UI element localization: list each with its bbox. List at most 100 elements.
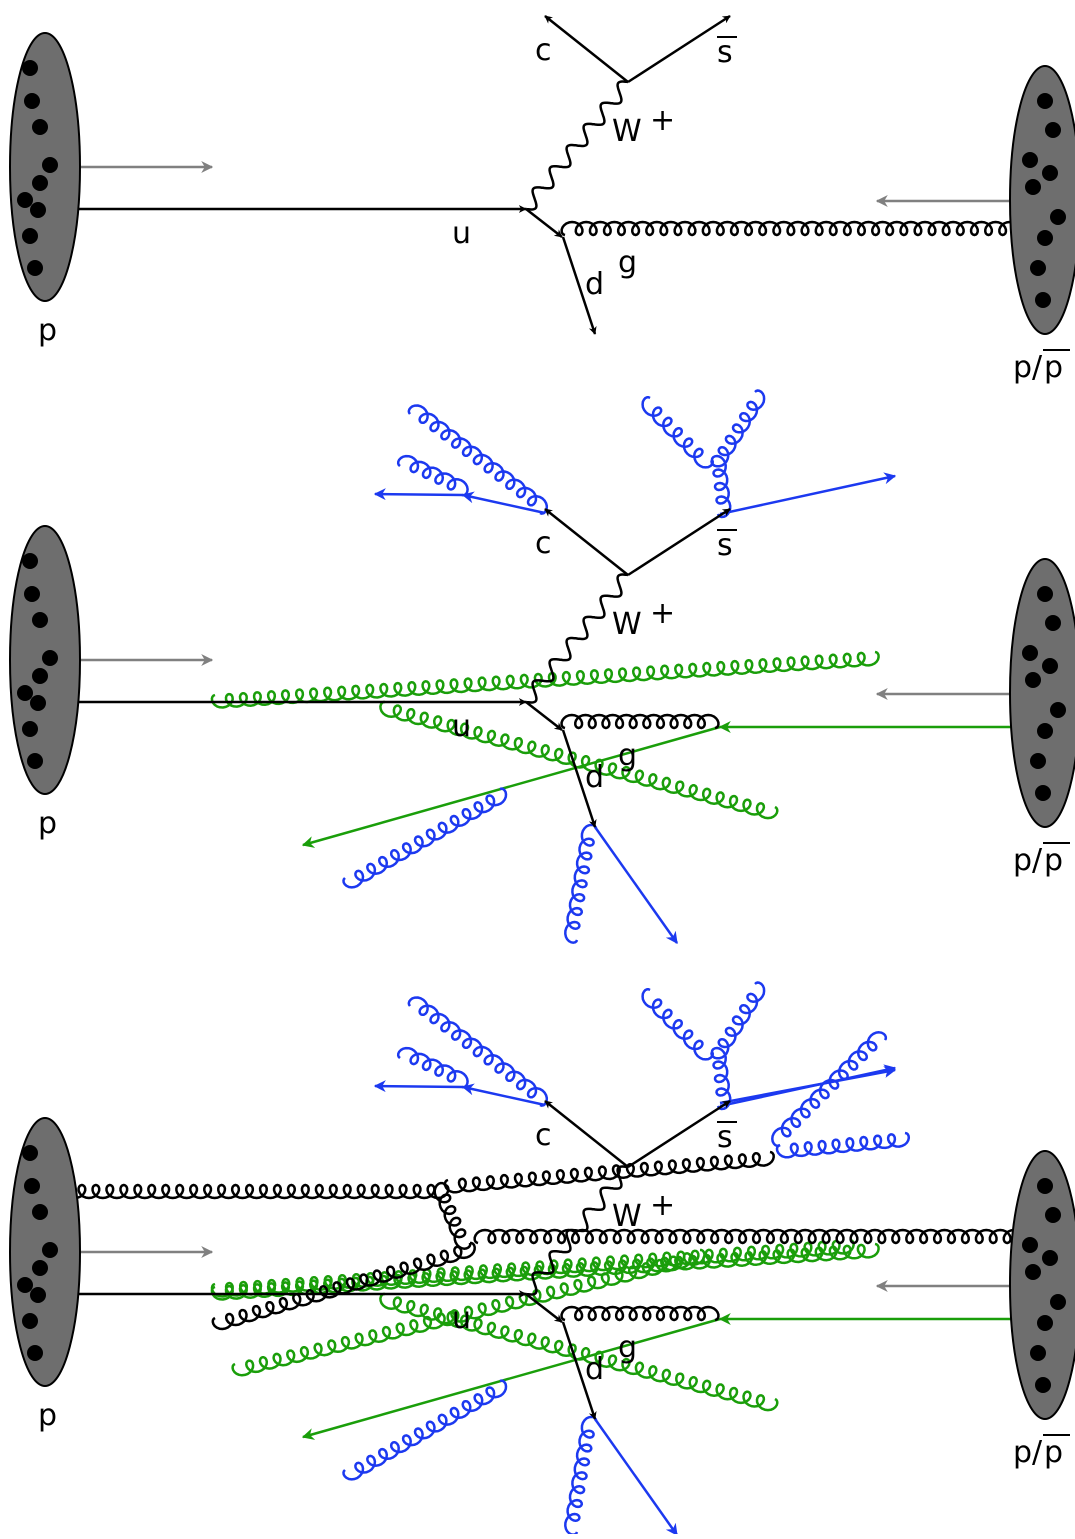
label-antiproton: p — [1044, 1435, 1063, 1470]
parton-dot — [17, 192, 33, 208]
parton-dot — [30, 695, 46, 711]
parton-dot — [32, 668, 48, 684]
quark-line-sbar — [627, 1099, 731, 1169]
parton-dot — [1037, 93, 1053, 109]
fsr-quark-d — [593, 1418, 679, 1536]
parton-dot — [1037, 1315, 1053, 1331]
isr-quark-left — [301, 725, 721, 848]
label-proton: p — [38, 313, 57, 348]
fsr-gluon-sbar-a — [641, 396, 714, 469]
isr-gluon-extra2 — [231, 1248, 706, 1377]
parton-dot — [1025, 1264, 1041, 1280]
parton-dot — [1042, 165, 1058, 181]
parton-dot — [32, 1204, 48, 1220]
proton-right — [1009, 1150, 1075, 1420]
label-g: g — [618, 738, 637, 773]
parton-dot — [32, 612, 48, 628]
parton-dot — [27, 1345, 43, 1361]
isr-gluon-extra1 — [210, 1238, 855, 1298]
parton-dot — [22, 60, 38, 76]
parton-dot — [1050, 702, 1066, 718]
quark-line-internal — [525, 701, 563, 731]
proton-right — [1009, 558, 1075, 828]
mpi-gluon-4 — [443, 1150, 775, 1194]
label-proton-or-antiproton: p/ — [1013, 843, 1043, 878]
parton-dot — [32, 175, 48, 191]
mpi-gluon-2 — [433, 1181, 472, 1250]
parton-dot — [1030, 1345, 1046, 1361]
particle-lines — [35, 14, 1050, 1536]
proton-right — [1009, 65, 1075, 335]
parton-dot — [30, 202, 46, 218]
mpi-gluon-5 — [473, 1228, 1040, 1245]
quark-line-sbar — [627, 507, 731, 577]
label-u: u — [452, 216, 471, 251]
parton-dot — [1042, 658, 1058, 674]
parton-dot — [1037, 723, 1053, 739]
quark-line-c — [544, 15, 629, 83]
label-antiproton: p — [1044, 843, 1063, 878]
fsr-quark-c — [461, 1083, 546, 1107]
label-u: u — [452, 1301, 471, 1336]
label-c: c — [535, 1118, 552, 1153]
proton-left — [9, 1117, 81, 1387]
proton-blobs — [9, 32, 1075, 1420]
label-proton-or-antiproton: p/ — [1013, 1435, 1043, 1470]
parton-dot — [22, 553, 38, 569]
fsr-quark-c2 — [373, 1080, 464, 1093]
parton-dot — [22, 1313, 38, 1329]
fsr-quark-c2 — [373, 488, 464, 501]
fsr-gluon-sbar-a — [641, 988, 714, 1061]
quark-line-d — [561, 236, 597, 335]
gluon-line-g — [560, 1305, 720, 1322]
parton-dot — [1050, 209, 1066, 225]
w-boson-line — [525, 573, 629, 704]
parton-dot — [27, 753, 43, 769]
parton-dot — [1030, 260, 1046, 276]
fsr-gluon-c1 — [407, 996, 549, 1107]
proton-left — [9, 32, 81, 302]
fsr-gluon-sbar-stem — [710, 454, 732, 519]
parton-dot — [22, 1145, 38, 1161]
isr-gluon-long — [210, 650, 880, 709]
label-w-charge: + — [650, 103, 675, 138]
parton-dot — [1045, 615, 1061, 631]
label-sbar: s — [717, 528, 733, 563]
parton-dot — [1035, 1377, 1051, 1393]
fsr-gluon-sbar-b — [710, 389, 766, 468]
label-d: d — [585, 1352, 604, 1387]
parton-dot — [42, 650, 58, 666]
parton-dot — [1035, 785, 1051, 801]
parton-dot — [42, 1242, 58, 1258]
parton-dot — [1025, 672, 1041, 688]
fsr-gluon-isr — [342, 787, 508, 889]
parton-dot — [1035, 292, 1051, 308]
w-boson-line — [525, 1165, 629, 1296]
fsr-gluon-extra1 — [775, 1131, 911, 1159]
quark-line-c — [544, 508, 629, 576]
label-w-charge: + — [650, 596, 675, 631]
label-w-charge: + — [650, 1188, 675, 1223]
quark-line-d — [561, 729, 597, 828]
parton-dot — [1045, 1207, 1061, 1223]
fsr-quark-sbar-extra — [719, 1066, 897, 1105]
parton-dot — [1022, 152, 1038, 168]
parton-dot — [17, 685, 33, 701]
fsr-gluon-sbar-stem — [710, 1046, 732, 1111]
parton-dot — [30, 1287, 46, 1303]
parton-dot — [42, 157, 58, 173]
parton-dot — [24, 1178, 40, 1194]
parton-dot — [1042, 1250, 1058, 1266]
parton-dot — [32, 119, 48, 135]
proton-left — [9, 525, 81, 795]
quark-line-sbar — [627, 14, 731, 84]
label-c: c — [535, 526, 552, 561]
parton-dot — [1025, 179, 1041, 195]
gluon-line-g — [560, 713, 720, 730]
fsr-gluon-d — [564, 1415, 598, 1536]
fsr-gluon-sbar-b — [710, 981, 766, 1060]
fsr-quark-d — [593, 826, 679, 944]
quark-line-internal — [525, 208, 563, 238]
